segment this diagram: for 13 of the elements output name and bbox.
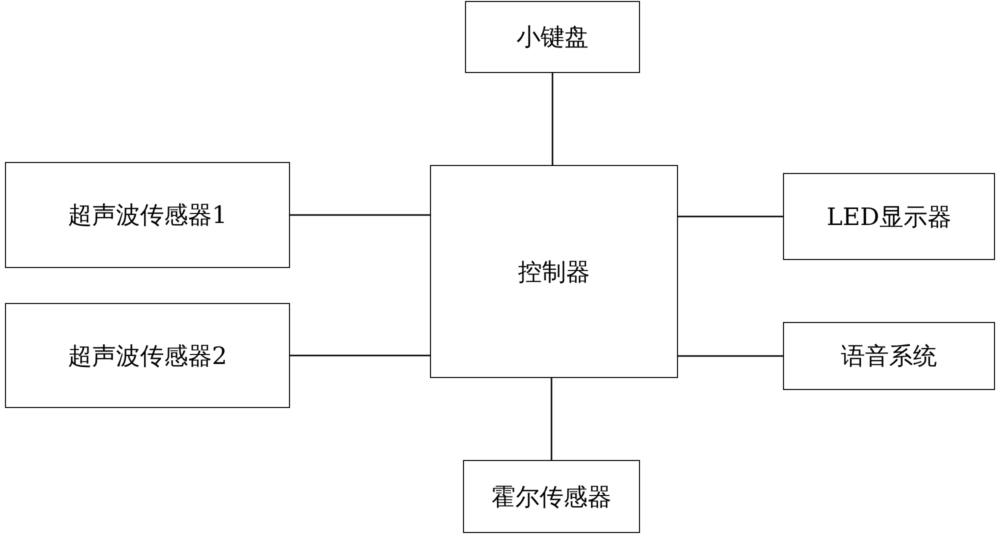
connector-line: [678, 355, 783, 357]
module-box: 小键盘: [465, 1, 640, 73]
connector-line: [290, 354, 430, 356]
connector-line: [290, 214, 430, 216]
module-box: 超声波传感器1: [5, 162, 290, 268]
controller-box: 控制器: [430, 165, 678, 378]
connector-line: [552, 73, 554, 165]
connector-line: [550, 378, 552, 460]
connector-line: [678, 216, 783, 218]
module-box: 霍尔传感器: [463, 460, 640, 533]
module-box: 超声波传感器2: [5, 303, 290, 408]
module-box: LED显示器: [783, 173, 995, 260]
module-box: 语音系统: [783, 322, 995, 390]
